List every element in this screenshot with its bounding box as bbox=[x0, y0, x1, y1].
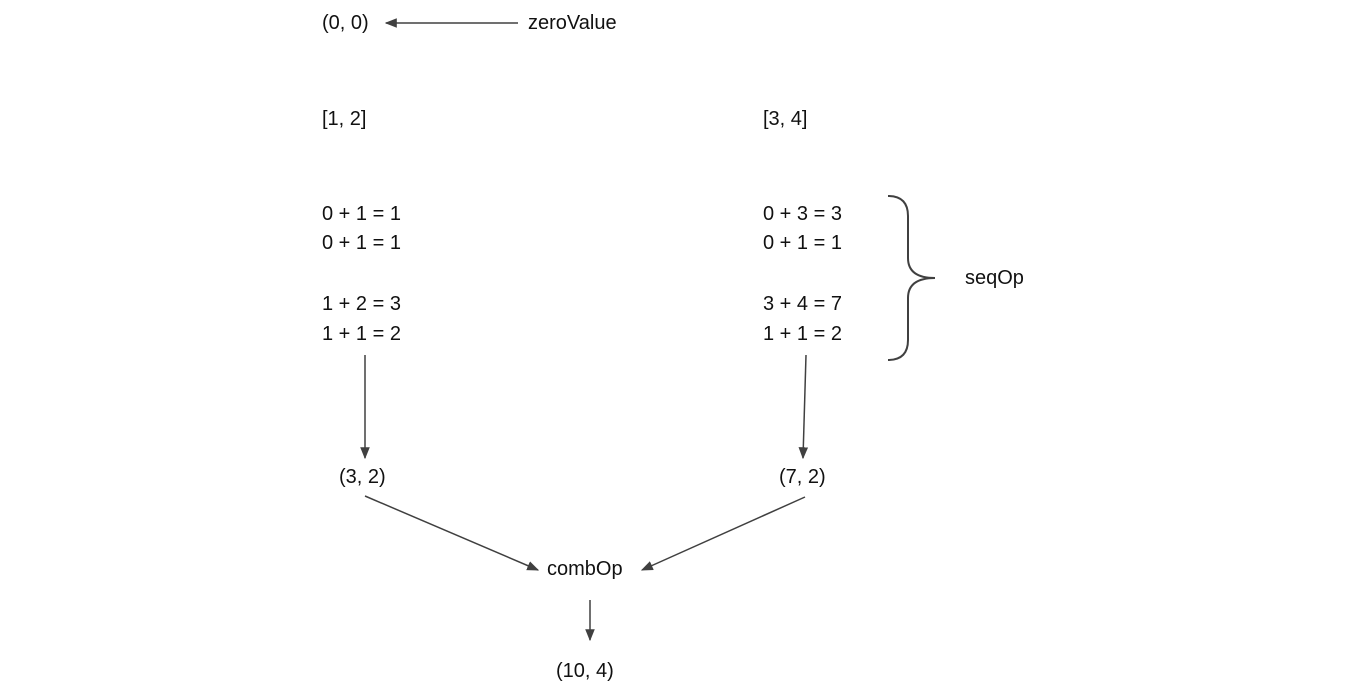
partition-2-result: (7, 2) bbox=[779, 466, 826, 488]
partition-1-step: 1 + 2 = 3 bbox=[322, 293, 401, 315]
zero-value-tuple: (0, 0) bbox=[322, 12, 369, 34]
partition-2-result-arrow bbox=[798, 354, 809, 460]
partition-2-comb-arrow bbox=[640, 496, 806, 571]
partition-1-elements: [1, 2] bbox=[322, 108, 367, 130]
partition-2-elements: [3, 4] bbox=[763, 108, 808, 130]
zero-value-label: zeroValue bbox=[528, 12, 617, 34]
partition-1-step: 0 + 1 = 1 bbox=[322, 232, 401, 254]
partition-2-step: 0 + 1 = 1 bbox=[763, 232, 842, 254]
partition-2-step: 3 + 4 = 7 bbox=[763, 293, 842, 315]
comb-op-label: combOp bbox=[547, 558, 623, 580]
seq-op-label: seqOp bbox=[965, 267, 1024, 289]
partition-1-step: 1 + 1 = 2 bbox=[322, 323, 401, 345]
partition-2-step: 0 + 3 = 3 bbox=[763, 203, 842, 225]
final-result: (10, 4) bbox=[556, 660, 614, 682]
partition-1-step: 0 + 1 = 1 bbox=[322, 203, 401, 225]
partition-1-comb-arrow bbox=[364, 495, 540, 571]
partition-2-step: 1 + 1 = 2 bbox=[763, 323, 842, 345]
seq-op-brace bbox=[887, 195, 936, 361]
partition-1-result: (3, 2) bbox=[339, 466, 386, 488]
